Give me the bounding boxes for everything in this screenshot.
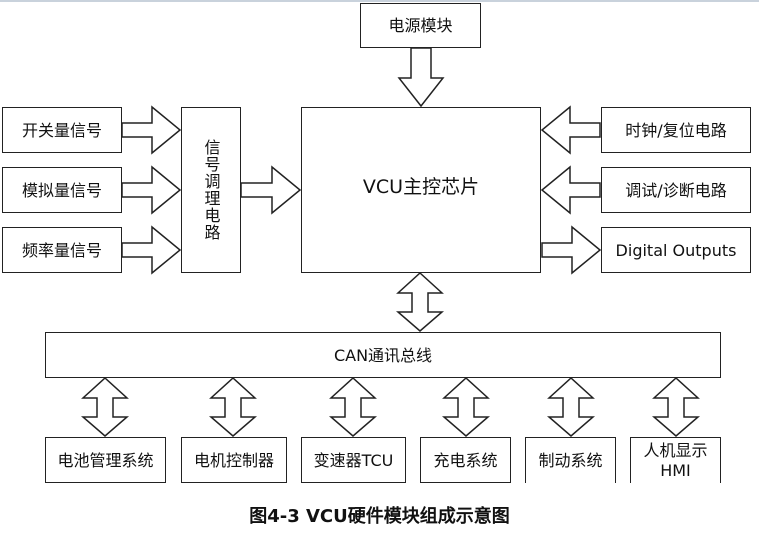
input-label: 开关量信号 [21,120,102,140]
signal-conditioning-box: 信号调理电路 [181,107,241,273]
can-node-braking: 制动系统 [525,437,616,483]
arrow-conditioning-to-vcu [240,165,302,215]
right-block-label: 调试/诊断电路 [625,180,727,200]
can-node-label: 制动系统 [538,451,603,470]
clock-reset-box: 时钟/复位电路 [601,107,751,153]
arrow-can-tcu [328,376,378,437]
can-node-label-line2: HMI [660,460,691,480]
arrow-debug-to-vcu [540,165,601,215]
can-bus-box: CAN通讯总线 [45,332,721,378]
arrow-can-braking [546,376,596,437]
arrow-power-to-vcu [397,47,445,108]
can-node-label: 充电系统 [433,450,498,470]
right-block-label: 时钟/复位电路 [625,120,727,140]
power-module-label: 电源模块 [388,16,453,35]
arrow-can-hmi [651,376,701,437]
power-module-box: 电源模块 [360,3,481,48]
can-bus-label: CAN通讯总线 [333,345,433,365]
arrow-clock-to-vcu [540,105,601,155]
debug-diagnostic-box: 调试/诊断电路 [601,167,751,213]
arrow-input-3 [121,225,182,275]
arrow-can-motor [208,376,258,437]
figure-caption: 图4-3 VCU硬件模块组成示意图 [249,506,510,527]
arrow-vcu-can [395,271,445,332]
can-node-bms: 电池管理系统 [45,437,166,483]
vcu-main-chip-label: VCU主控芯片 [362,175,480,198]
can-node-label: 电池管理系统 [57,450,154,470]
arrow-can-charging [441,376,491,437]
input-label: 频率量信号 [21,240,102,260]
input-box-switch: 开关量信号 [2,107,122,153]
can-node-label-line1: 人机显示 [643,440,708,460]
arrow-input-2 [121,165,182,215]
can-node-charging: 充电系统 [420,437,511,483]
input-box-analog: 模拟量信号 [2,167,122,213]
arrow-vcu-to-outputs [541,225,602,275]
can-node-hmi: 人机显示 HMI [630,437,721,483]
vcu-main-chip-box: VCU主控芯片 [301,107,541,273]
input-label: 模拟量信号 [21,180,102,200]
can-node-motor-controller: 电机控制器 [181,437,287,483]
arrow-input-1 [121,105,182,155]
right-block-label: Digital Outputs [615,240,737,260]
signal-conditioning-label: 信号调理电路 [201,139,221,241]
digital-outputs-box: Digital Outputs [601,227,751,273]
arrow-can-bms [80,376,130,437]
top-border [0,0,759,2]
can-node-label: 变速器TCU [313,450,394,470]
can-node-label: 电机控制器 [193,450,274,470]
can-node-tcu: 变速器TCU [301,437,406,483]
